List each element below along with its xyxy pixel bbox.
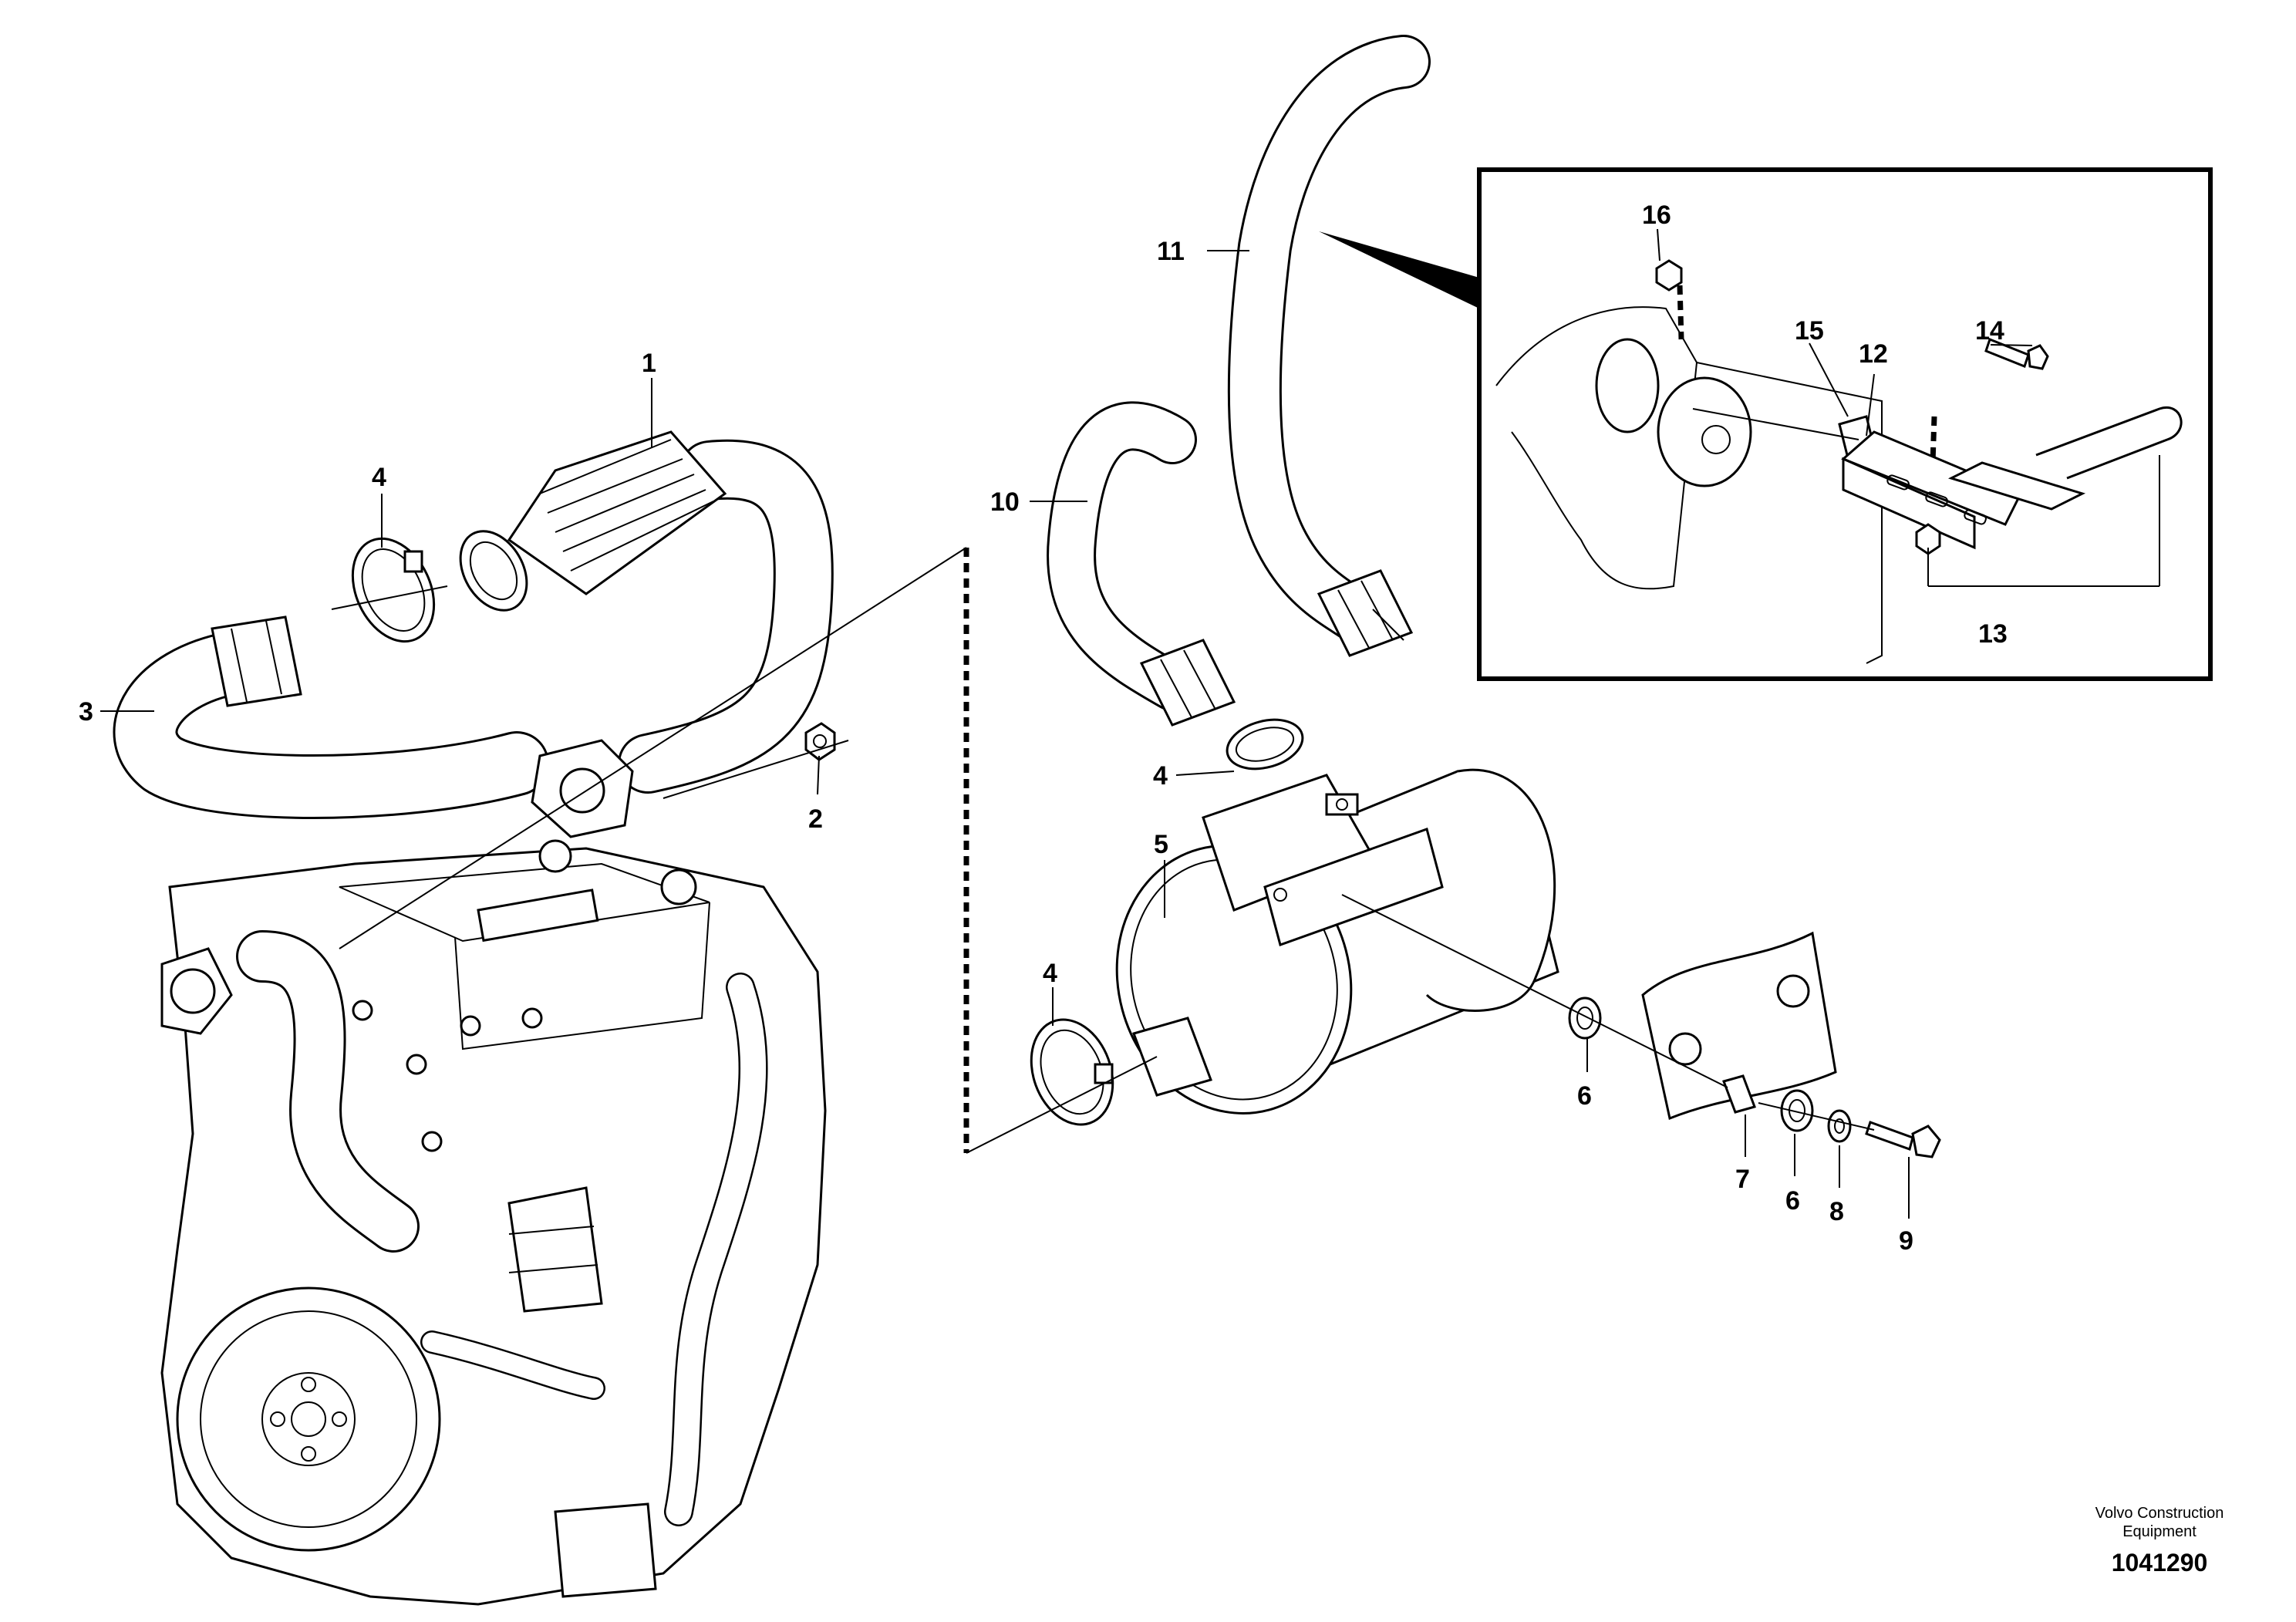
callout-leaders bbox=[100, 228, 2033, 1219]
callout-6b: 6 bbox=[1785, 1186, 1800, 1216]
drawing-number: 1041290 bbox=[2112, 1549, 2208, 1576]
callout-13: 13 bbox=[1978, 619, 2008, 649]
assembly-lines bbox=[331, 408, 1875, 1154]
callout-3: 3 bbox=[79, 697, 93, 727]
callout-5: 5 bbox=[1154, 830, 1168, 859]
callout-6a: 6 bbox=[1577, 1081, 1592, 1111]
callout-4a: 4 bbox=[372, 463, 386, 492]
callout-16: 16 bbox=[1642, 201, 1671, 230]
engine-assembly bbox=[160, 839, 827, 1606]
clamp-4-lower bbox=[1030, 1018, 1114, 1126]
grommet-6-lower bbox=[1780, 1089, 1814, 1132]
nut-16 bbox=[1655, 259, 1683, 292]
callout-10: 10 bbox=[990, 487, 1020, 517]
tail-pipe-10 bbox=[1047, 401, 1236, 727]
tail-pipe-11 bbox=[1227, 35, 1431, 657]
callout-4c: 4 bbox=[1043, 959, 1057, 988]
nut-2 bbox=[804, 722, 836, 761]
callout-14: 14 bbox=[1975, 316, 2004, 346]
bolt-14 bbox=[1984, 338, 2030, 368]
clamp-4-middle bbox=[1226, 718, 1304, 771]
callout-8: 8 bbox=[1829, 1197, 1844, 1226]
muffler-bracket-plate bbox=[1641, 931, 1837, 1121]
clamp-4-left bbox=[351, 537, 436, 643]
callout-15: 15 bbox=[1795, 316, 1824, 346]
muffler-5 bbox=[1115, 768, 1559, 1114]
footer-brand: Volvo Construction Equipment 1041290 bbox=[2095, 1505, 2224, 1576]
flex-pipe-1 bbox=[459, 430, 727, 612]
callout-2: 2 bbox=[808, 804, 823, 834]
exhaust-flange bbox=[531, 739, 634, 838]
detail-inset bbox=[1319, 167, 2213, 681]
spacer-7 bbox=[1722, 1074, 1756, 1114]
callout-4b: 4 bbox=[1153, 761, 1168, 791]
callout-9: 9 bbox=[1899, 1226, 1913, 1256]
callout-7: 7 bbox=[1735, 1165, 1750, 1194]
washer-8 bbox=[1827, 1109, 1852, 1143]
callout-1: 1 bbox=[642, 349, 656, 378]
brand-line-1: Volvo Construction bbox=[2095, 1505, 2224, 1522]
brand-line-2: Equipment bbox=[2122, 1523, 2197, 1540]
bolt-9 bbox=[1865, 1121, 1941, 1158]
grommet-6-upper bbox=[1568, 996, 1602, 1040]
exhaust-pipe-3 bbox=[113, 439, 834, 819]
nut-13 bbox=[1915, 523, 1941, 555]
callout-labels: 1 2 3 4 4 4 5 6 6 7 8 9 10 11 12 13 14 1… bbox=[79, 201, 2008, 1256]
callout-11: 11 bbox=[1157, 237, 1185, 266]
callout-12: 12 bbox=[1859, 339, 1888, 369]
